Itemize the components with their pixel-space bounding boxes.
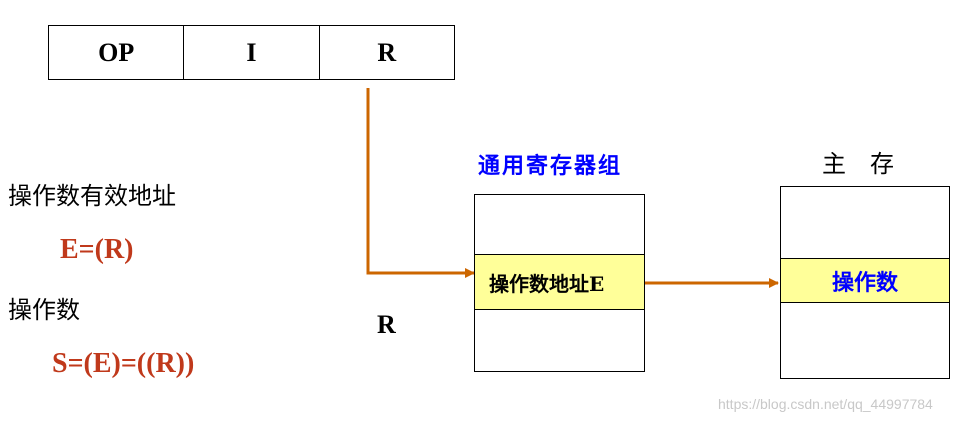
operand-formula: S=(E)=((R)) (52, 348, 195, 379)
memory-operand-cell: 操作数 (780, 258, 950, 303)
register-r-label: R (377, 310, 396, 339)
operand-label: 操作数 (8, 296, 80, 324)
register-group-title: 通用寄存器组 (478, 153, 623, 179)
effective-address-label: 操作数有效地址 (8, 182, 176, 210)
main-memory-title: 主 存 (822, 150, 894, 178)
instruction-field-op: OP (98, 37, 135, 67)
instruction-format: OP I R (48, 25, 455, 80)
watermark: https://blog.csdn.net/qq_44997784 (718, 396, 933, 412)
arrow-r-to-register (366, 88, 475, 278)
effective-address-formula: E=(R) (60, 234, 134, 265)
instruction-field-i: I (183, 26, 318, 79)
register-operand-address-cell: 操作数地址E (474, 254, 645, 310)
instruction-field-r: R (318, 26, 454, 79)
